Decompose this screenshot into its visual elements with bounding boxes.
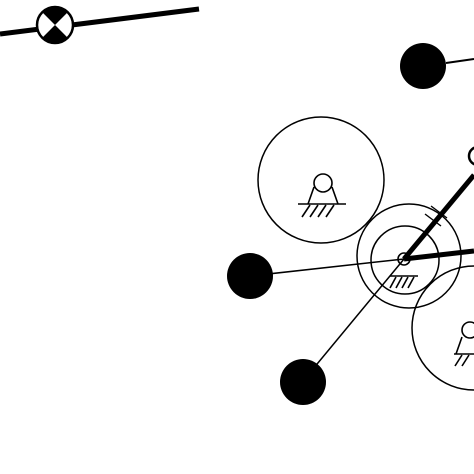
left-support-circle: [257, 116, 385, 244]
upper-thick-link: [402, 173, 474, 261]
edge-joint-marker: [467, 146, 474, 166]
central-pivot-assembly: [356, 203, 462, 309]
ball-joint-marker-icon: [35, 5, 75, 45]
fixed-ground-support-icon: [454, 321, 474, 367]
upper-link-hatch: [424, 205, 448, 227]
fixed-ground-support-icon: [298, 173, 346, 218]
upper-right-mass-assembly: [400, 43, 474, 89]
lower-diagonal-link: [302, 258, 405, 382]
revolute-pivot-icon: [389, 252, 418, 289]
right-thick-link: [403, 248, 474, 262]
left-horizontal-link: [249, 258, 405, 277]
top-left-rigid-link: [0, 6, 200, 37]
upper-right-thin-link: [445, 58, 474, 64]
lower-left-lumped-mass: [280, 359, 326, 405]
upper-right-lumped-mass: [400, 43, 446, 89]
right-support-circle: [411, 265, 474, 391]
left-lumped-mass: [227, 253, 273, 299]
top-left-link-assembly: [0, 5, 200, 45]
